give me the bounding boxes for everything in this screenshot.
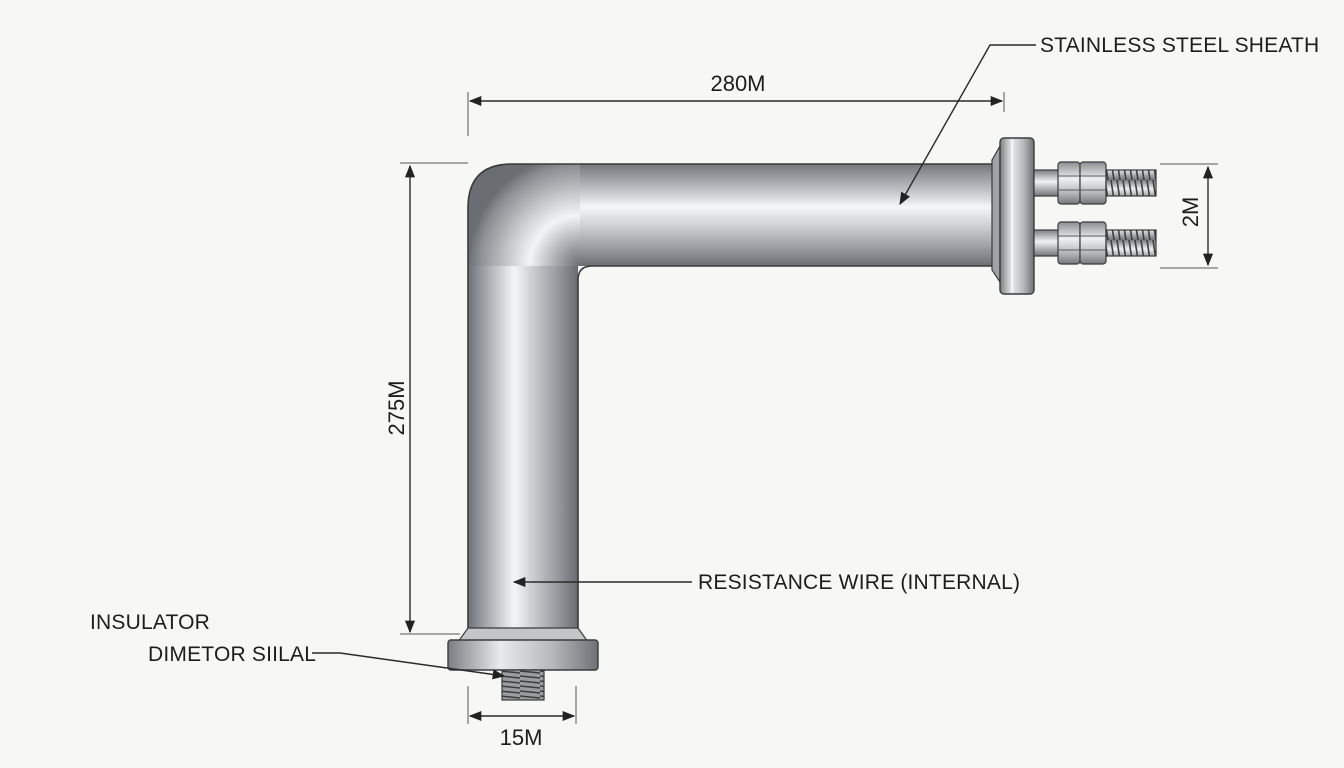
insulator-sublabel: DIMETOR SIILAL — [148, 643, 316, 666]
callout-insulator: INSULATOR DIMETOR SIILAL — [90, 611, 506, 680]
dimension-vertical: 275M — [384, 162, 468, 635]
dimension-label-terminal-spacing: 2M — [1178, 197, 1203, 228]
sheath-label: STAINLESS STEEL SHEATH — [1040, 34, 1319, 57]
resistance-wire-label: RESISTANCE WIRE (INTERNAL) — [698, 571, 1020, 594]
dimension-bottom: 15M — [467, 686, 577, 750]
callout-sheath: STAINLESS STEEL SHEATH — [899, 34, 1319, 206]
dimension-horizontal: 280M — [467, 71, 1005, 136]
dimension-label-vertical: 275M — [384, 380, 409, 435]
dimension-terminal-spacing: 2M — [1160, 163, 1218, 269]
dimension-label-bottom: 15M — [500, 725, 543, 750]
bottom-insulator — [447, 627, 599, 701]
stainless-steel-tube — [467, 163, 992, 634]
dimension-label-horizontal: 280M — [710, 71, 765, 96]
insulator-label: INSULATOR — [90, 611, 210, 634]
terminal-studs — [1033, 161, 1157, 265]
callout-resistance-wire: RESISTANCE WIRE (INTERNAL) — [512, 571, 1020, 594]
terminal-flange — [991, 137, 1035, 295]
